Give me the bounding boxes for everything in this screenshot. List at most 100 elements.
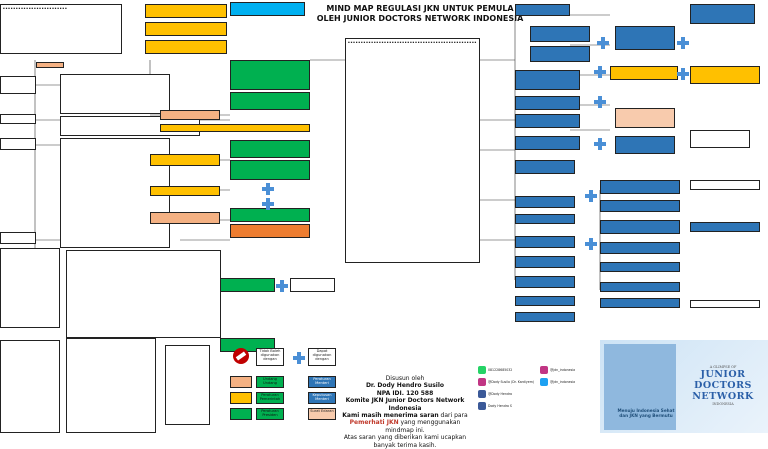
plus-icon bbox=[262, 183, 274, 195]
pasal-box-4 bbox=[0, 248, 60, 328]
page-title: MIND MAP REGULASI JKN UNTUK PEMULA OLEH … bbox=[300, 4, 540, 24]
yellow-node-6 bbox=[150, 186, 220, 196]
blue-node-3 bbox=[530, 46, 590, 62]
blue-node-2 bbox=[530, 26, 590, 42]
orange-node-uu bbox=[36, 62, 64, 68]
yellow-node-1 bbox=[145, 4, 227, 18]
social-facebook-1[interactable]: @Dody Hendro bbox=[478, 390, 512, 398]
node-right-white-3 bbox=[690, 300, 760, 308]
credits-author: Dr. Dody Hendro Susilo bbox=[335, 382, 475, 389]
plus-icon bbox=[594, 66, 606, 78]
blue-node-21 bbox=[600, 262, 680, 272]
blue-node-24 bbox=[600, 298, 680, 308]
blue-node-7 bbox=[515, 96, 580, 110]
blue-node-17 bbox=[690, 222, 760, 232]
yellow-node-4 bbox=[160, 124, 310, 132]
pasal-box-8 bbox=[165, 345, 210, 425]
blue-node-6 bbox=[515, 70, 580, 90]
blue-node-25 bbox=[515, 296, 575, 306]
blue-node-11 bbox=[515, 160, 575, 174]
brand-slogan: Menuju Indonesia Sehat dan JKN yang Berm… bbox=[606, 408, 686, 418]
node-right-white-2 bbox=[690, 180, 760, 190]
yellow-node-3 bbox=[145, 40, 227, 54]
social-instagram-1[interactable]: @jdn_indonesia bbox=[540, 366, 575, 374]
instagram-icon bbox=[478, 378, 486, 386]
legend-pp: Peraturan Pemerintah bbox=[256, 392, 284, 404]
pasal-box-6 bbox=[66, 250, 221, 338]
green-node-5 bbox=[230, 208, 310, 222]
yellow-node-right-2 bbox=[690, 66, 760, 84]
plus-icon bbox=[677, 37, 689, 49]
pasal-box-7 bbox=[66, 338, 156, 433]
credits-committee: Komite JKN Junior Doctors Network Indone… bbox=[335, 397, 475, 412]
credits-line1: Disusun oleh bbox=[335, 375, 475, 382]
thanks-bold: Kami masih menerima saran bbox=[342, 412, 438, 419]
legend-combine: Dapat digunakan dengan bbox=[308, 348, 336, 366]
plus-icon bbox=[594, 138, 606, 150]
plus-icon bbox=[276, 280, 288, 292]
node-mid-1 bbox=[290, 278, 335, 292]
social-instagram-2[interactable]: @Dody Susilo (Dr. Kardiyem) bbox=[478, 378, 534, 386]
thanks-mid: dari para bbox=[439, 412, 468, 419]
node-left-3 bbox=[0, 138, 36, 150]
blue-node-22 bbox=[515, 276, 575, 288]
forbidden-icon bbox=[233, 348, 249, 364]
plus-icon bbox=[597, 37, 609, 49]
node-left-1 bbox=[0, 76, 36, 94]
blue-node-15 bbox=[515, 214, 575, 224]
credits-block: Disusun oleh Dr. Dody Hendro Susilo NPA … bbox=[335, 375, 475, 449]
blue-node-26 bbox=[515, 312, 575, 322]
legend-perpres: Peraturan Presiden bbox=[256, 408, 284, 420]
legend-permen: Keputusan Menteri bbox=[308, 392, 336, 404]
facebook-icon bbox=[478, 402, 486, 410]
legend-se: Surat Edaran bbox=[308, 408, 336, 420]
node-right-white bbox=[690, 130, 750, 148]
title-line-2: OLEH JUNIOR DOCTORS NETWORK INDONESIA bbox=[300, 14, 540, 24]
whatsapp-icon bbox=[478, 366, 486, 374]
orange-node-4 bbox=[230, 224, 310, 238]
legend-uu: Undang Undang bbox=[256, 376, 284, 388]
brand-word-2: DOCTORS bbox=[678, 380, 768, 391]
blue-node-13 bbox=[515, 196, 575, 208]
orange-node-2 bbox=[160, 110, 220, 120]
title-line-1: MIND MAP REGULASI JKN UNTUK PEMULA bbox=[300, 4, 540, 14]
node-left-2 bbox=[0, 114, 36, 124]
central-document-box: ▪ ▪ ▪ ▪ ▪ ▪ ▪ ▪ ▪ ▪ ▪ ▪ ▪ ▪ ▪ ▪ ▪ ▪ ▪ ▪ … bbox=[345, 38, 480, 263]
pasal-box-1 bbox=[60, 74, 170, 114]
blue-node-10 bbox=[615, 136, 675, 154]
facebook-icon bbox=[478, 390, 486, 398]
plus-icon bbox=[262, 198, 274, 210]
green-node-4 bbox=[230, 160, 310, 180]
brand-country: INDONESIA bbox=[678, 402, 768, 406]
plus-icon bbox=[293, 352, 305, 364]
blue-node-12 bbox=[600, 180, 680, 194]
blue-node-5 bbox=[690, 4, 755, 24]
plus-icon bbox=[594, 96, 606, 108]
credits-thanks: Kami masih menerima saran dari para Peme… bbox=[335, 412, 475, 434]
legend-swatch-uu bbox=[230, 376, 252, 388]
yellow-node-right-1 bbox=[610, 66, 678, 80]
blue-node-1 bbox=[515, 4, 570, 16]
twitter-icon bbox=[540, 378, 548, 386]
social-whatsapp[interactable]: 081228685032 bbox=[478, 366, 512, 374]
social-facebook-2[interactable]: Dody Hendro S bbox=[478, 402, 512, 410]
brand-word-3: NETWORK bbox=[678, 391, 768, 402]
green-node-1 bbox=[230, 60, 310, 90]
brand-word-1: JUNIOR bbox=[678, 369, 768, 380]
cyan-node-top bbox=[230, 2, 305, 16]
orange-node-3 bbox=[150, 212, 220, 224]
social-twitter[interactable]: @jdn_indonesia bbox=[540, 378, 575, 386]
green-node-2 bbox=[230, 92, 310, 110]
green-node-6 bbox=[220, 278, 275, 292]
blue-node-4 bbox=[615, 26, 675, 50]
yellow-node-5 bbox=[150, 154, 220, 166]
brand-logo: A GLIMPSE OF JUNIOR DOCTORS NETWORK INDO… bbox=[678, 365, 768, 406]
instagram-icon bbox=[540, 366, 548, 374]
legend-swatch-perpres bbox=[230, 408, 252, 420]
plus-icon bbox=[677, 68, 689, 80]
node-left-4 bbox=[0, 232, 36, 244]
blue-node-18 bbox=[515, 236, 575, 248]
pasal-box-5 bbox=[0, 340, 60, 433]
credits-npa: NPA IDI. 120 588 bbox=[335, 390, 475, 397]
credits-thanks-end: Atas saran yang diberikan kami ucapkan b… bbox=[335, 434, 475, 449]
